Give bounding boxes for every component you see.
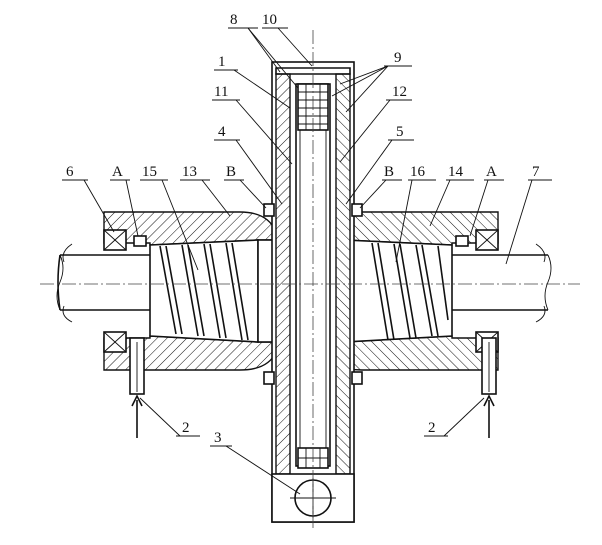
left-inlet-pipe	[129, 337, 145, 438]
left-shaft-break	[56, 254, 64, 311]
label-B-left: B	[226, 164, 236, 180]
label-4: 4	[218, 124, 226, 140]
right-inlet-pipe	[481, 337, 497, 438]
label-B-right: B	[384, 164, 394, 180]
right-bearing-top	[475, 229, 499, 251]
top-cap	[275, 67, 351, 75]
label-9: 9	[394, 50, 402, 66]
left-rotation-arrow-b	[62, 305, 73, 323]
label-16: 16	[410, 164, 426, 180]
label-A-right: A	[486, 164, 497, 180]
label-13: 13	[182, 164, 197, 180]
left-port-A-top	[133, 235, 147, 247]
central-column-wall-right	[335, 73, 351, 475]
right-flange-bolt-top	[351, 203, 363, 217]
label-8: 8	[230, 12, 238, 28]
right-rotation-arrow-b	[535, 305, 546, 323]
label-5: 5	[396, 124, 404, 140]
left-screw-rotor	[149, 239, 259, 343]
label-11: 11	[214, 84, 228, 100]
label-12: 12	[392, 84, 407, 100]
label-10: 10	[262, 12, 277, 28]
label-A-left: A	[112, 164, 123, 180]
left-flange-bolt-top	[263, 203, 275, 217]
leader-lines	[62, 27, 552, 495]
left-rotation-arrow	[62, 243, 73, 263]
right-shaft-break	[544, 254, 552, 311]
label-15: 15	[142, 164, 157, 180]
right-flange-bolt-bottom	[351, 371, 363, 385]
central-column-wall-left	[275, 73, 291, 475]
label-7: 7	[532, 164, 540, 180]
label-1: 1	[218, 54, 226, 70]
label-6: 6	[66, 164, 74, 180]
left-bearing-top	[103, 229, 127, 251]
left-shaft	[57, 254, 150, 311]
label-3: 3	[214, 430, 222, 446]
left-flange-bolt-bottom	[263, 371, 275, 385]
right-rotation-arrow	[535, 243, 546, 263]
right-shaft	[452, 254, 548, 311]
label-2-right: 2	[428, 420, 436, 436]
label-14: 14	[448, 164, 464, 180]
right-port-A-top	[455, 235, 469, 247]
label-2-left: 2	[182, 420, 190, 436]
left-screw-threads	[159, 242, 249, 341]
left-bearing-bottom	[103, 331, 127, 353]
